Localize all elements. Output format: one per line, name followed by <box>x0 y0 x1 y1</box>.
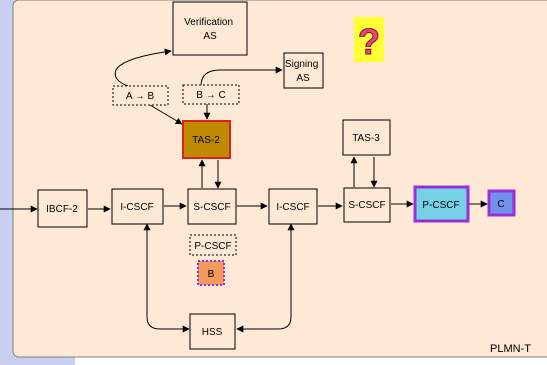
network-label: PLMN-T <box>490 343 531 355</box>
edge-atob-tas2 <box>149 104 183 125</box>
verification-as-line2: AS <box>203 31 217 42</box>
pcscf-right-label: P-CSCF <box>422 200 459 211</box>
verification-as-node: Verification AS <box>172 1 248 56</box>
hss-label: HSS <box>202 327 223 338</box>
scscf-mid-node: S-CSCF <box>187 188 237 225</box>
edge-atob-verification <box>114 48 172 87</box>
ibcf2-label: IBCF-2 <box>46 204 78 215</box>
b-label: B <box>208 269 215 280</box>
signing-as-line2: AS <box>296 73 310 84</box>
icscf-right-node: I-CSCF <box>268 188 318 225</box>
tas3-label: TAS-3 <box>352 133 380 144</box>
verification-as-label: Verification AS <box>184 17 236 42</box>
edge-icscf2-hss <box>236 223 295 333</box>
question-mark: ? <box>358 21 380 62</box>
scscf-right-label: S-CSCF <box>348 200 385 211</box>
network-panel <box>12 0 547 358</box>
pcscf-right-node: P-CSCF <box>413 185 470 223</box>
pcscf-mid-node: P-CSCF <box>189 234 237 256</box>
b-to-c-node: B → C <box>182 84 240 105</box>
verification-as-line1: Verification <box>184 17 233 28</box>
a-to-b-label: A → B <box>126 91 155 102</box>
icscf-left-label: I-CSCF <box>120 202 153 213</box>
scscf-right-node: S-CSCF <box>343 187 391 223</box>
a-to-b-node: A → B <box>112 85 169 106</box>
signing-as-node: Signing AS <box>283 52 324 89</box>
tas2-label: TAS-2 <box>192 135 220 146</box>
ibcf2-node: IBCF-2 <box>37 189 88 228</box>
icscf-left-node: I-CSCF <box>111 188 164 225</box>
edge-icscf-hss <box>143 223 190 333</box>
b-to-c-label: B → C <box>196 90 225 101</box>
question-box <box>354 17 384 62</box>
pcscf-mid-label: P-CSCF <box>194 241 231 252</box>
tas2-node: TAS-2 <box>182 120 231 159</box>
c-node: C <box>487 189 516 217</box>
hss-node: HSS <box>189 313 236 350</box>
icscf-right-label: I-CSCF <box>276 202 309 213</box>
signing-as-label: Signing AS <box>285 59 321 84</box>
c-label: C <box>497 199 504 210</box>
edge-btoc-signing <box>200 66 283 87</box>
b-node: B <box>197 260 225 286</box>
signing-as-line1: Signing <box>285 59 318 70</box>
tas3-node: TAS-3 <box>342 119 391 156</box>
scscf-mid-label: S-CSCF <box>193 202 230 213</box>
